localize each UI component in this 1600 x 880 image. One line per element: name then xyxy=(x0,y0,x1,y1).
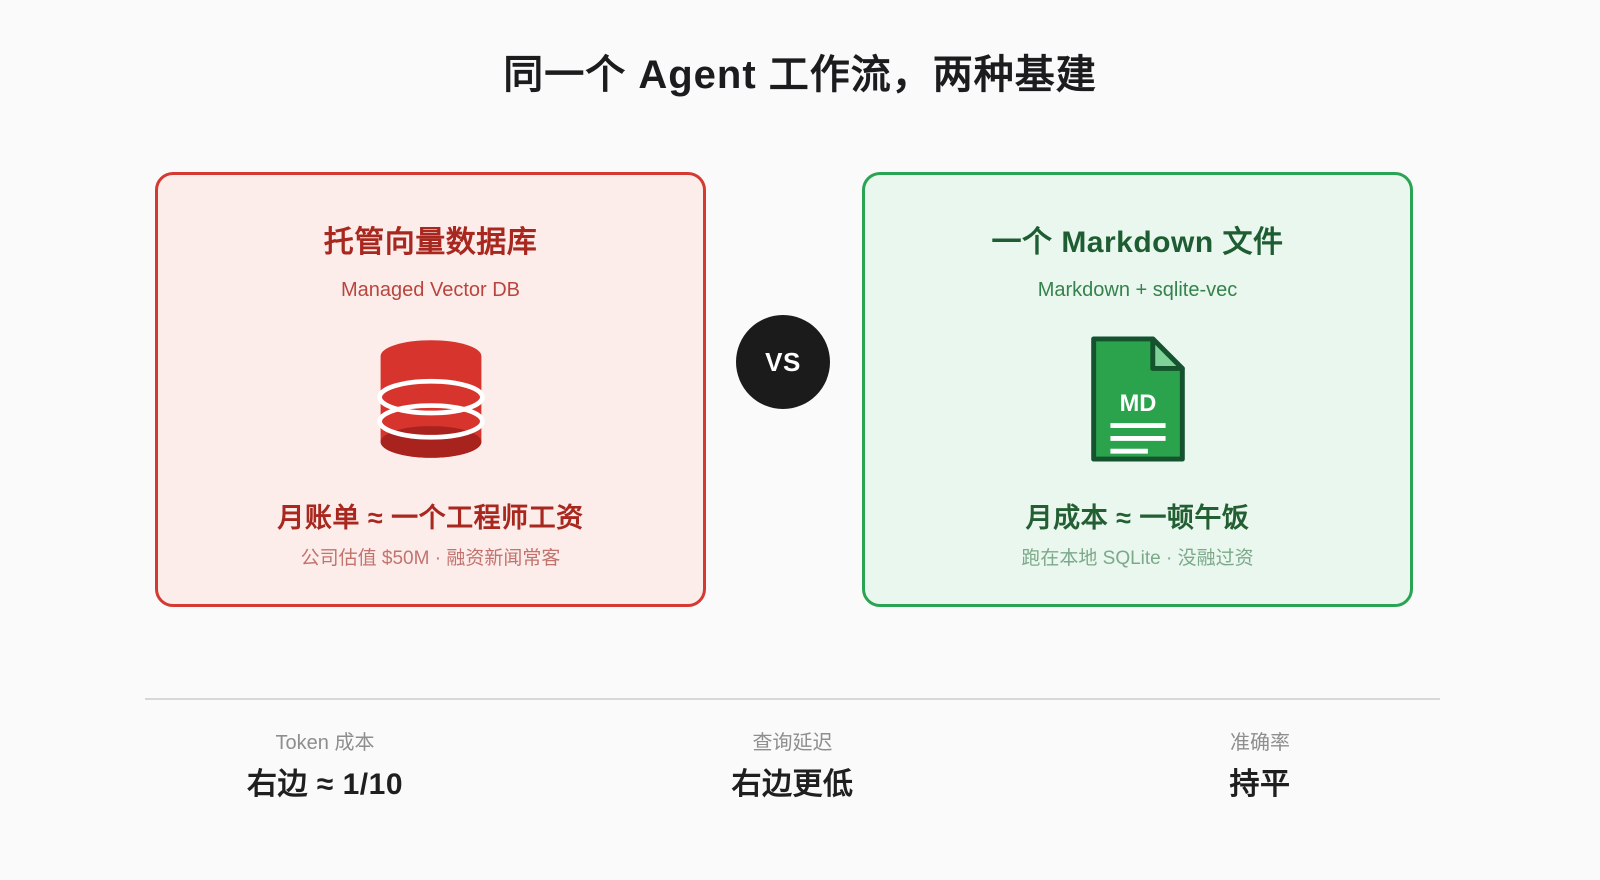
stats-row: Token 成本 右边 ≈ 1/10 查询延迟 右边更低 准确率 持平 xyxy=(145,728,1440,804)
stat-value: 持平 xyxy=(1229,768,1291,801)
stat-value: 右边 ≈ 1/10 xyxy=(246,768,404,801)
stat-query-latency: 查询延迟 右边更低 xyxy=(613,728,973,804)
stat-label: Token 成本 xyxy=(275,732,375,754)
md-file-label: MD xyxy=(1119,391,1156,417)
left-card-title: 托管向量数据库 xyxy=(323,226,538,259)
vs-badge: VS xyxy=(736,315,830,409)
left-card-cost-line: 月账单 ≈ 一个工程师工资 xyxy=(277,503,584,533)
right-card-title: 一个 Markdown 文件 xyxy=(991,226,1284,259)
stat-label: 查询延迟 xyxy=(752,732,833,754)
right-card-cost-line: 月成本 ≈ 一顿午饭 xyxy=(1025,503,1250,533)
stat-token-cost: Token 成本 右边 ≈ 1/10 xyxy=(145,728,505,804)
vs-badge-label: VS xyxy=(765,346,801,377)
database-cylinder-icon xyxy=(375,336,487,462)
page-title: 同一个 Agent 工作流，两种基建 xyxy=(503,53,1097,97)
markdown-file-icon: MD xyxy=(1087,336,1189,462)
markdown-file-card: 一个 Markdown 文件 Markdown + sqlite-vec MD … xyxy=(862,172,1413,607)
right-card-subtitle: Markdown + sqlite-vec xyxy=(1037,279,1238,301)
stat-value: 右边更低 xyxy=(731,768,854,801)
divider xyxy=(145,698,1440,700)
right-card-note-line: 跑在本地 SQLite · 没融过资 xyxy=(1021,548,1254,569)
stat-accuracy: 准确率 持平 xyxy=(1080,728,1440,804)
left-card-subtitle: Managed Vector DB xyxy=(341,279,520,301)
left-card-note-line: 公司估值 $50M · 融资新闻常客 xyxy=(300,548,561,569)
managed-vector-db-card: 托管向量数据库 Managed Vector DB 月账单 ≈ 一个工程师工资 … xyxy=(155,172,706,607)
stat-label: 准确率 xyxy=(1230,732,1290,754)
